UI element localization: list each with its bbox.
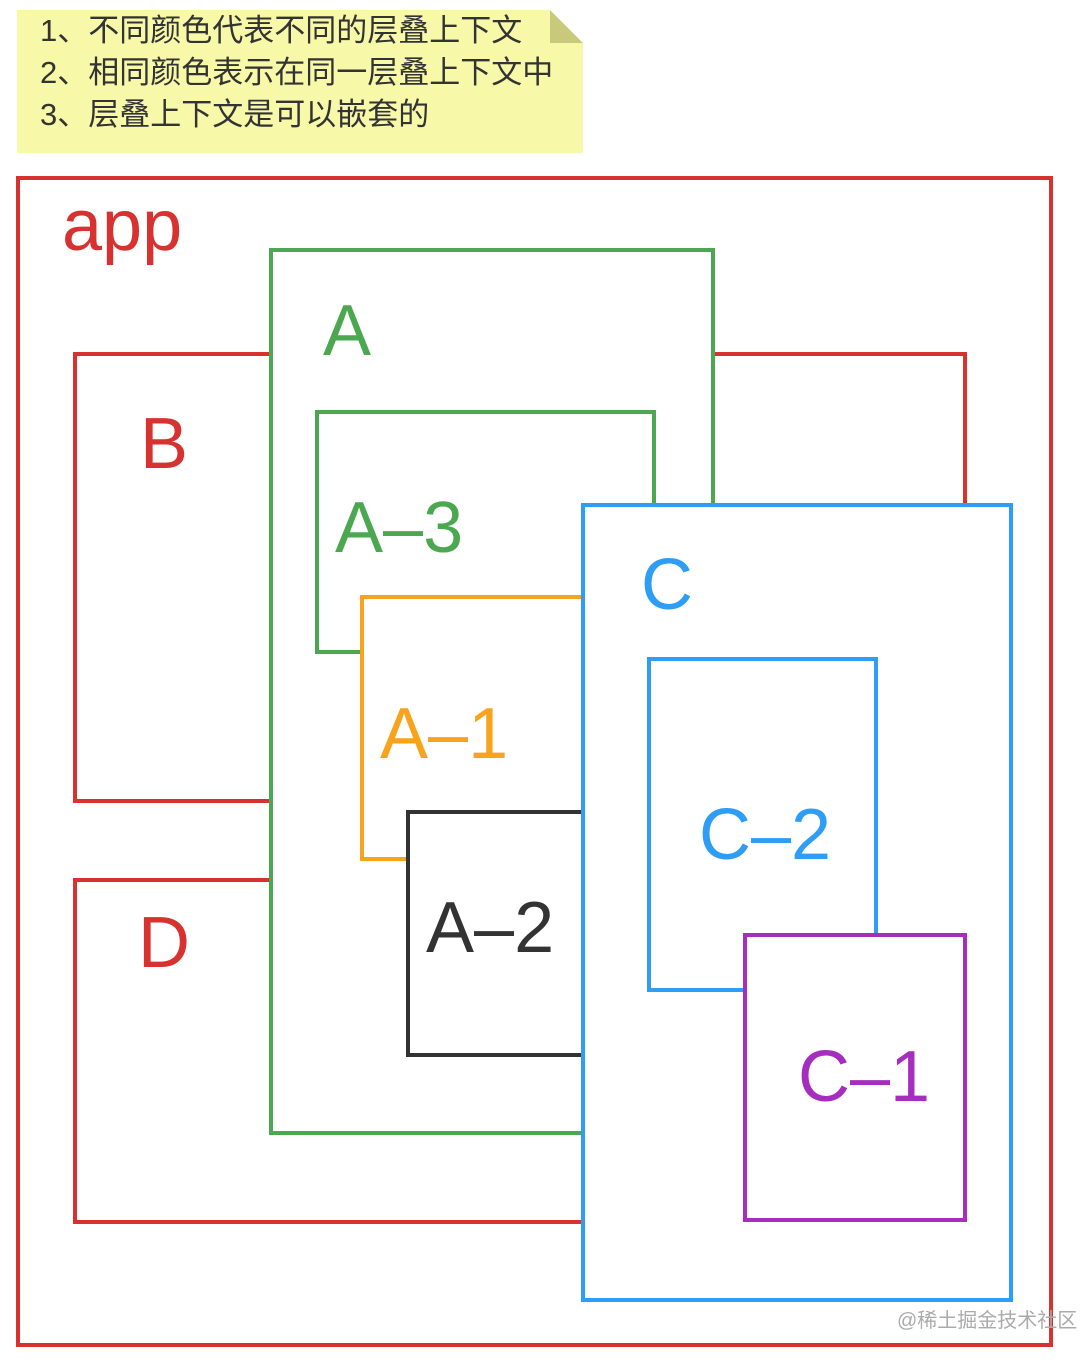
box-a-label: A <box>323 291 372 371</box>
box-a-2-label: A–2 <box>426 888 555 968</box>
note-line-3: 3、层叠上下文是可以嵌套的 <box>40 97 430 132</box>
box-a-1-label: A–1 <box>380 694 509 774</box>
sticky-note: 1、不同颜色代表不同的层叠上下文 2、相同颜色表示在同一层叠上下文中 3、层叠上… <box>17 10 583 153</box>
box-app-label: app <box>62 186 183 266</box>
box-d-label: D <box>138 903 190 983</box>
box-c-1: C–1 <box>743 933 967 1222</box>
box-a-3-label: A–3 <box>335 488 464 568</box>
note-line-1: 1、不同颜色代表不同的层叠上下文 <box>40 13 523 48</box>
box-c-1-label: C–1 <box>798 1037 931 1117</box>
watermark: @稀土掘金技术社区 <box>897 1310 1078 1332</box>
note-line-2: 2、相同颜色表示在同一层叠上下文中 <box>40 55 554 90</box>
box-c-label: C <box>641 545 693 625</box>
box-c-2-label: C–2 <box>699 795 832 875</box>
box-b-label: B <box>140 404 189 484</box>
